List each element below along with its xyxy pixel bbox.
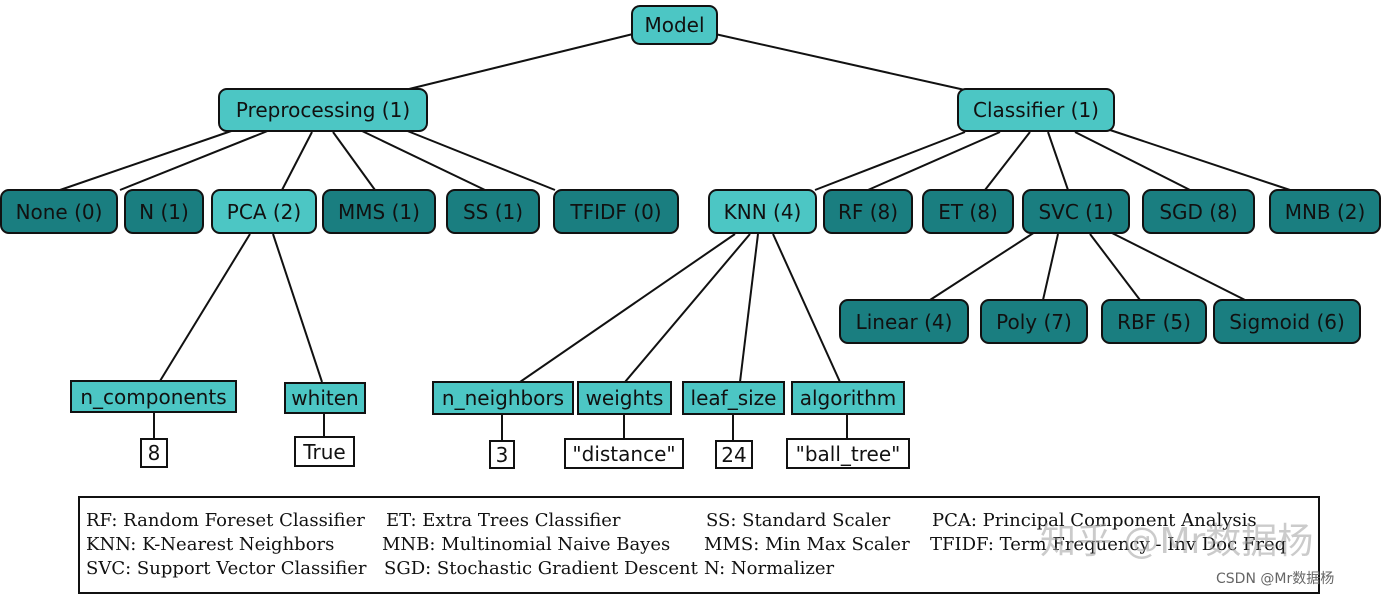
- node-svc: SVC (1): [1022, 189, 1130, 234]
- edge-knn-weights: [624, 233, 751, 383]
- node-poly: Poly (7): [980, 299, 1088, 344]
- edge-svc-poly: [1042, 233, 1059, 301]
- node-rf: RF (8): [823, 189, 913, 234]
- value-whiten: True: [294, 436, 355, 467]
- edge-model-classifier: [714, 33, 966, 91]
- edge-cls-sgd: [1074, 131, 1191, 191]
- param-leaf-size: leaf_size: [682, 381, 785, 415]
- edge-cls-et: [984, 131, 1031, 191]
- node-rbf: RBF (5): [1101, 299, 1207, 344]
- edge-model-preprocessing: [404, 33, 634, 91]
- edge-pca-whiten: [272, 233, 323, 383]
- node-linear: Linear (4): [839, 299, 969, 344]
- legend-sgd: SGD: Stochastic Gradient Descent: [384, 558, 698, 579]
- value-algorithm: "ball_tree": [786, 438, 910, 469]
- node-mms: MMS (1): [322, 189, 436, 234]
- edge-svc-rbf: [1089, 233, 1141, 301]
- node-tfidf: TFIDF (0): [553, 189, 679, 234]
- node-model: Model: [631, 5, 718, 45]
- edge-cls-rf: [867, 131, 1001, 191]
- node-sgd: SGD (8): [1142, 189, 1255, 234]
- edge-pre-ss: [359, 129, 486, 191]
- param-n-components: n_components: [70, 380, 237, 413]
- edge-cls-knn: [814, 131, 966, 191]
- legend-n: N: Normalizer: [704, 558, 835, 579]
- node-mnb: MNB (2): [1269, 189, 1381, 234]
- node-pca: PCA (2): [211, 189, 317, 234]
- node-sigmoid: Sigmoid (6): [1213, 299, 1361, 344]
- node-ss: SS (1): [446, 189, 540, 234]
- node-knn: KNN (4): [708, 189, 817, 234]
- node-none: None (0): [0, 189, 118, 234]
- edge-pre-tfidf: [399, 127, 556, 191]
- legend-knn: KNN: K-Nearest Neighbors: [86, 534, 335, 555]
- edge-knn-leafsize: [739, 233, 759, 383]
- value-n-components: 8: [140, 438, 168, 468]
- legend-mnb: MNB: Multinomial Naive Bayes: [382, 534, 671, 555]
- param-weights: weights: [577, 381, 672, 415]
- legend-rf: RF: Random Foreset Classifier: [86, 510, 365, 531]
- node-classifier: Classifier (1): [957, 88, 1115, 132]
- legend-ss: SS: Standard Scaler: [706, 510, 891, 531]
- legend-tfidf: TFIDF: Term Frequency - Inv Doc Freq: [930, 534, 1287, 555]
- watermark-csdn: CSDN @Mr数据杨: [1216, 571, 1335, 587]
- edge-pre-mms: [332, 131, 376, 191]
- edge-knn-algorithm: [772, 233, 841, 383]
- edge-svc-sigmoid: [1109, 231, 1246, 301]
- value-weights: "distance": [564, 438, 684, 469]
- param-whiten: whiten: [284, 382, 366, 414]
- node-n: N (1): [124, 189, 204, 234]
- edge-pre-pca: [281, 131, 313, 191]
- legend-mms: MMS: Min Max Scaler: [704, 534, 910, 555]
- edge-cls-svc: [1047, 131, 1069, 191]
- edge-pre-none: [59, 127, 241, 191]
- param-n-neighbors: n_neighbors: [432, 381, 574, 415]
- value-n-neighbors: 3: [489, 440, 515, 469]
- legend-et: ET: Extra Trees Classifier: [386, 510, 621, 531]
- edge-pca-ncomponents: [159, 233, 251, 382]
- edge-svc-linear: [929, 231, 1036, 301]
- node-preprocessing: Preprocessing (1): [218, 88, 428, 132]
- legend-box: RF: Random Foreset Classifier KNN: K-Nea…: [78, 496, 1320, 594]
- legend-pca: PCA: Principal Component Analysis: [932, 510, 1257, 531]
- edge-cls-mnb: [1109, 129, 1291, 191]
- value-leaf-size: 24: [715, 440, 753, 469]
- legend-svc: SVC: Support Vector Classifier: [86, 558, 367, 579]
- watermark-zhihu: 知乎 @Mr数据杨: [1040, 521, 1314, 562]
- node-et: ET (8): [922, 189, 1014, 234]
- param-algorithm: algorithm: [791, 381, 905, 415]
- edge-knn-nneighbors: [519, 233, 736, 383]
- edge-pre-n: [119, 129, 271, 191]
